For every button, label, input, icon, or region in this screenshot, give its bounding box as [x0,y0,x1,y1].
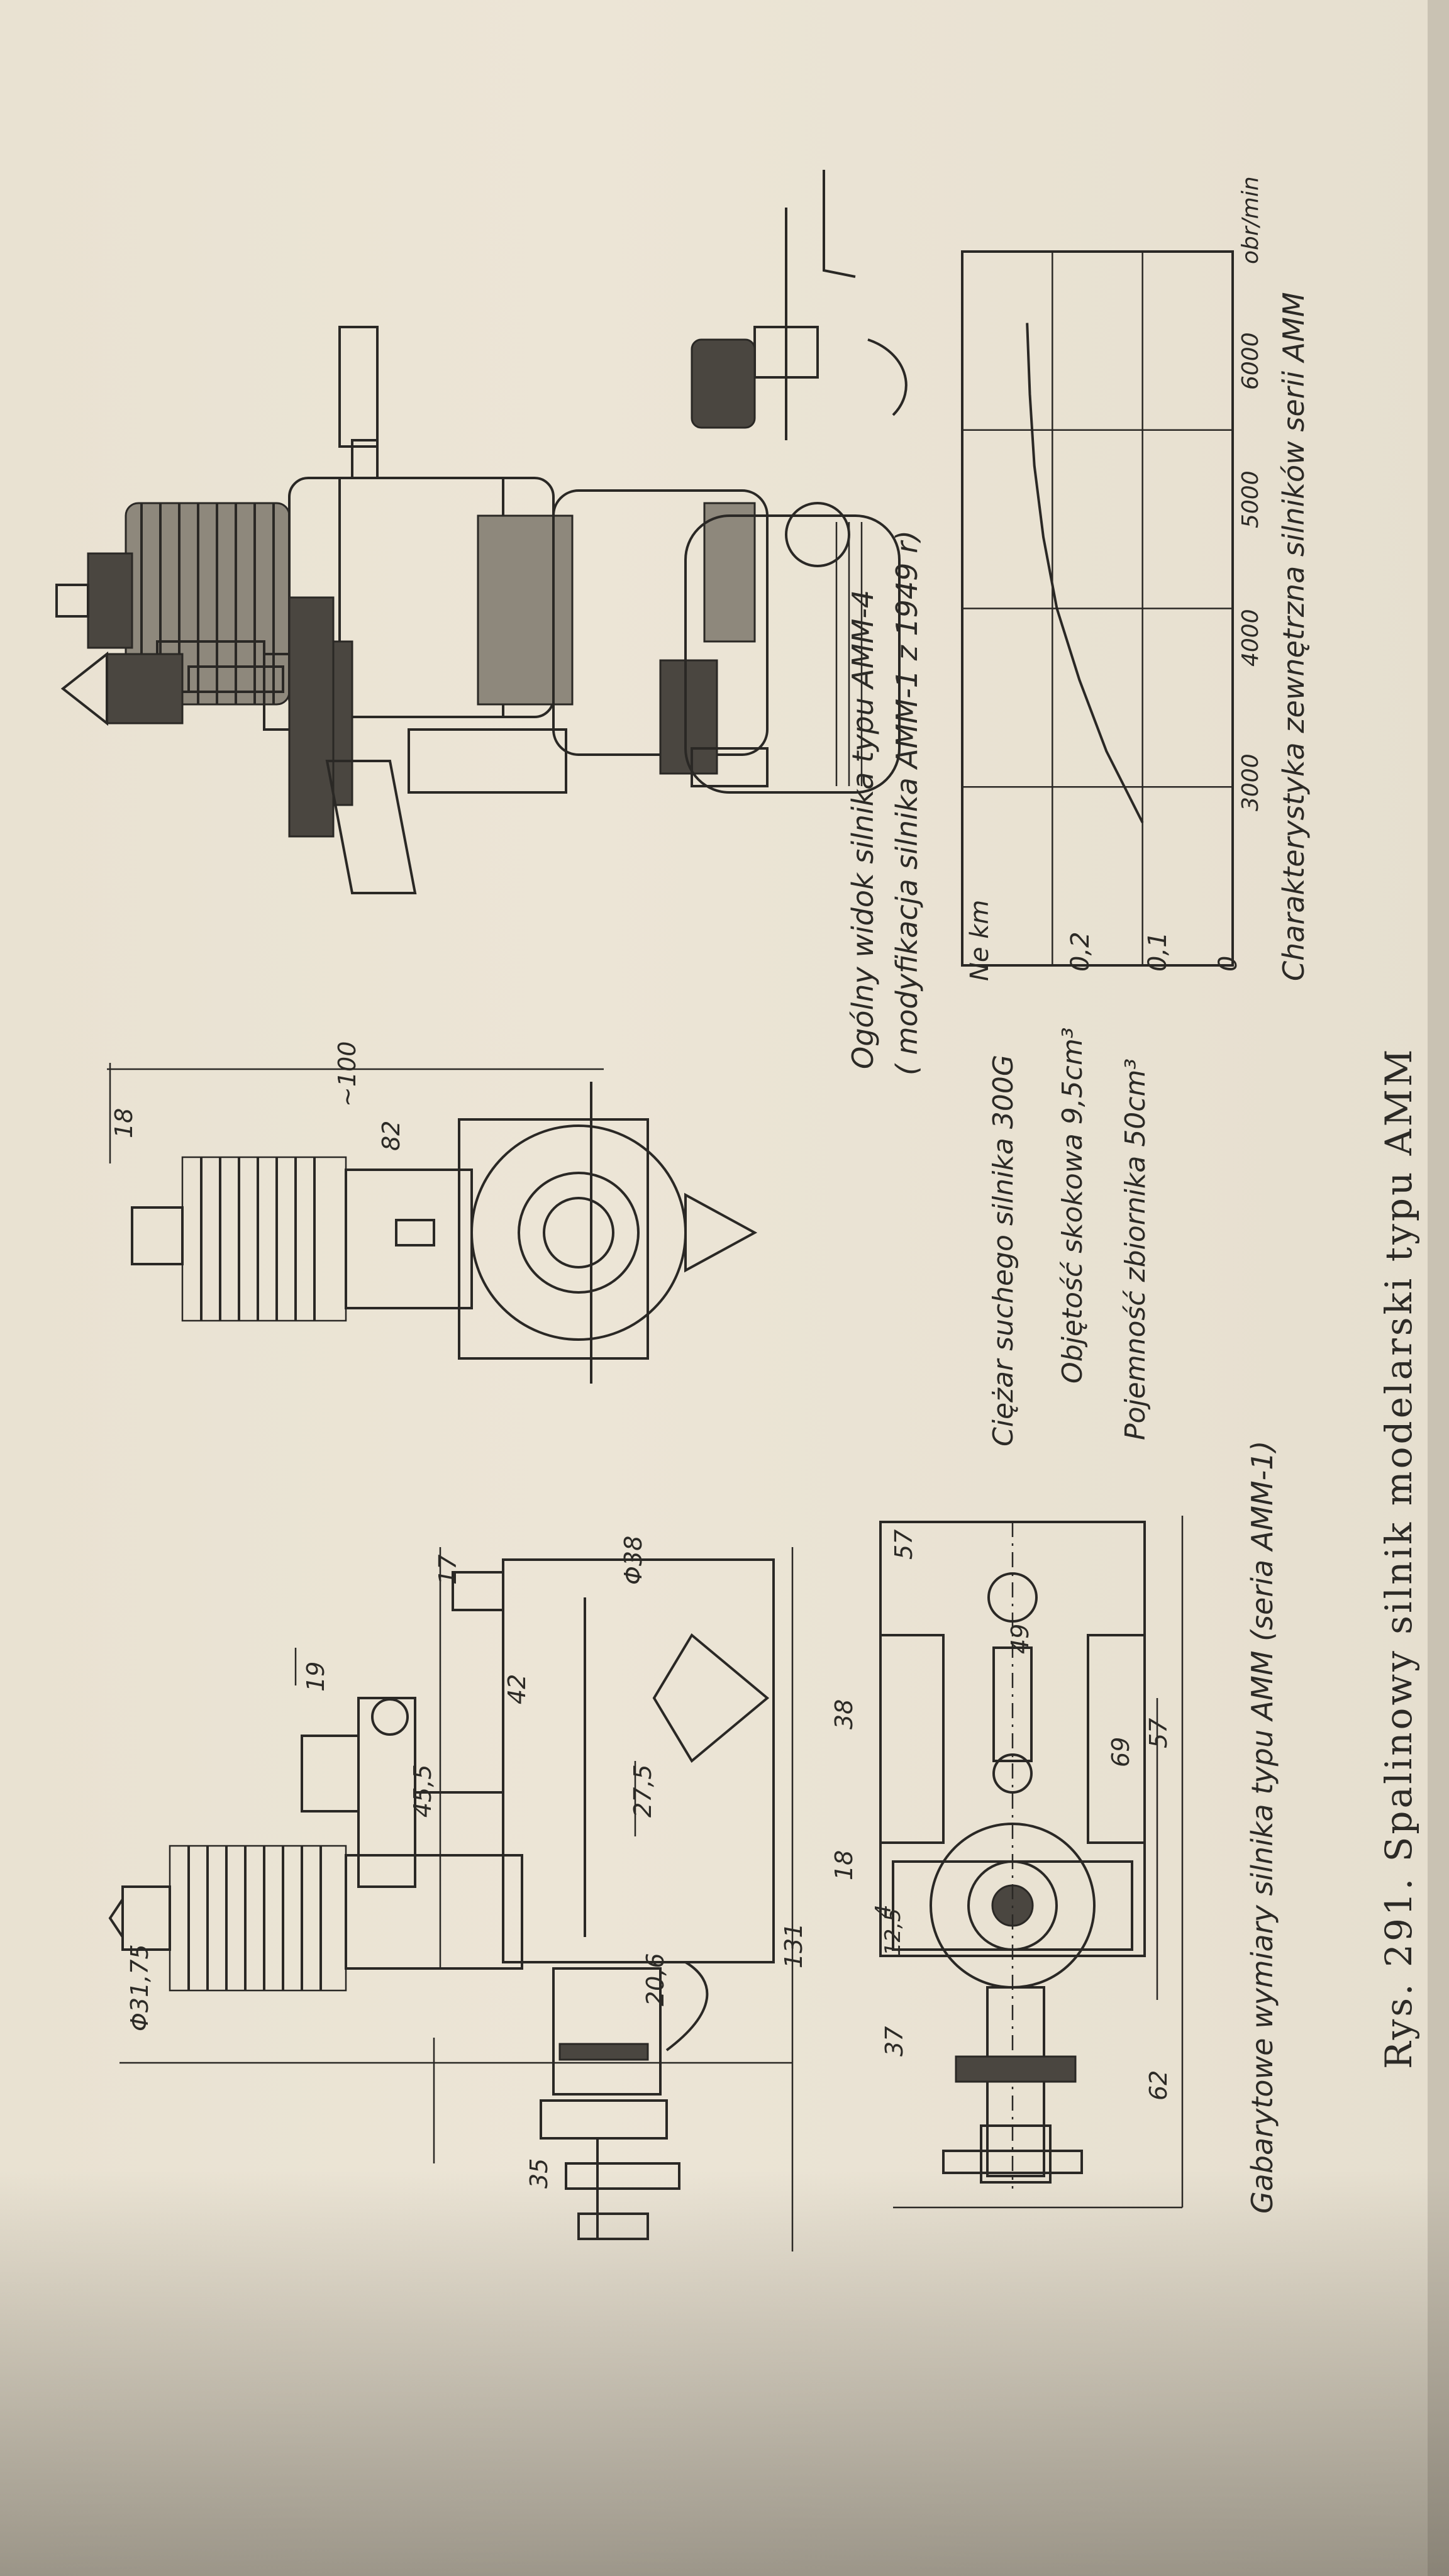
chart-x-tick-4000: 4000 [1238,609,1263,667]
dim-131: 131 [780,1923,808,1968]
dim-49: 49 [1006,1623,1034,1654]
chart-y-tick-0: 0 [1214,955,1243,972]
chart-x-tick-6000: 6000 [1238,332,1263,390]
chart-series-line [1026,323,1144,823]
dim-27-5: 27,5 [629,1764,657,1818]
dim-18-front: 18 [110,1108,138,1138]
dim-42: 42 [503,1674,531,1704]
dim-18: 18 [830,1850,858,1880]
chart-caption: Charakterystyka zewnętrzna silników seri… [1277,292,1311,981]
chart-y-tick-01: 0,1 [1143,931,1172,972]
side-view-drawing [108,1547,794,2251]
page-shadow [0,2170,1449,2576]
dim-62: 62 [1145,2070,1172,2101]
view-caption-line1: Ogólny widok silnika typu AMM-4 [846,589,880,1069]
dim-17: 17 [434,1554,462,1585]
chart-y-label: Ne km [965,899,994,981]
spec-weight: Ciężar suchego silnika 300G [987,1055,1019,1446]
dim-82: 82 [377,1120,405,1151]
dim-38: 38 [830,1699,858,1729]
top-view-drawing [879,1516,1184,2209]
dim-57-bottom: 57 [1145,1718,1172,1748]
dim-20-6: 20,6 [641,1953,669,2006]
dim-45-5: 45,5 [409,1764,436,1818]
view-caption-line2: ( modyfikacja silnika AMM-1 z 1949 r) [890,530,924,1075]
dim-69: 69 [1107,1736,1135,1767]
dim-4: 4 [871,1904,896,1918]
chart-x-tick-5000: 5000 [1238,470,1263,528]
dim-fin-diameter: Φ31,75 [126,1944,153,2031]
dim-crank-diameter: Φ38 [619,1535,647,1585]
chart-y-tick-02: 0,2 [1066,931,1095,972]
dim-37: 37 [880,2026,908,2057]
page-edge [1428,0,1449,2576]
perspective-view-drawing [55,170,908,894]
figure-caption: Rys. 291. Spalinowy silnik modelarski ty… [1377,1046,1420,2069]
chart-x-tick-3000: 3000 [1238,753,1263,811]
left-drawing-caption: Gabarytowe wymiary silnika typu AMM (ser… [1245,1440,1279,2214]
spec-tank: Pojemność zbiornika 50cm³ [1119,1058,1152,1440]
chart-x-label: obr/min [1238,176,1263,264]
dim-100: ~100 [333,1041,361,1107]
spec-displacement: Objętość skokowa 9,5cm³ [1057,1027,1089,1384]
front-view-drawing [107,1063,758,1384]
power-chart [961,250,1234,967]
dim-19: 19 [302,1661,330,1692]
dim-57-top: 57 [890,1529,918,1560]
